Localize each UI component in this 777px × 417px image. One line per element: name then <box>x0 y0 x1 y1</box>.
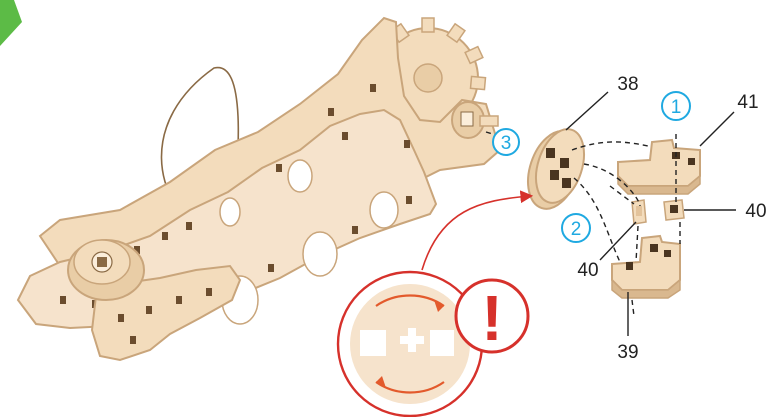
part-39 <box>612 236 680 298</box>
callout-41: 41 <box>700 92 759 146</box>
step-1-marker: 1 <box>662 92 690 120</box>
part-38-disc <box>519 123 593 215</box>
step-2-label: 2 <box>571 219 582 240</box>
step-3-label: 3 <box>501 133 512 154</box>
callout-39: 39 <box>617 292 638 363</box>
detail-pointer <box>422 196 530 270</box>
step-1-label: 1 <box>671 97 682 118</box>
step-2-marker: 2 <box>562 214 590 242</box>
front-drum <box>68 240 144 300</box>
callout-40-right-label: 40 <box>745 201 766 222</box>
part-40-right <box>664 200 684 220</box>
callout-38: 38 <box>566 74 639 130</box>
callout-40-right: 40 <box>684 201 767 222</box>
part-41 <box>618 140 700 194</box>
exclamation-warning-icon: ! <box>456 280 528 354</box>
step-3-marker: 3 <box>493 129 519 155</box>
callout-38-label: 38 <box>617 74 638 95</box>
callout-40-left-label: 40 <box>577 260 598 281</box>
alert-glyph: ! <box>481 282 502 354</box>
callout-39-label: 39 <box>617 342 638 363</box>
corner-accent <box>0 0 22 46</box>
callout-41-label: 41 <box>737 92 758 113</box>
